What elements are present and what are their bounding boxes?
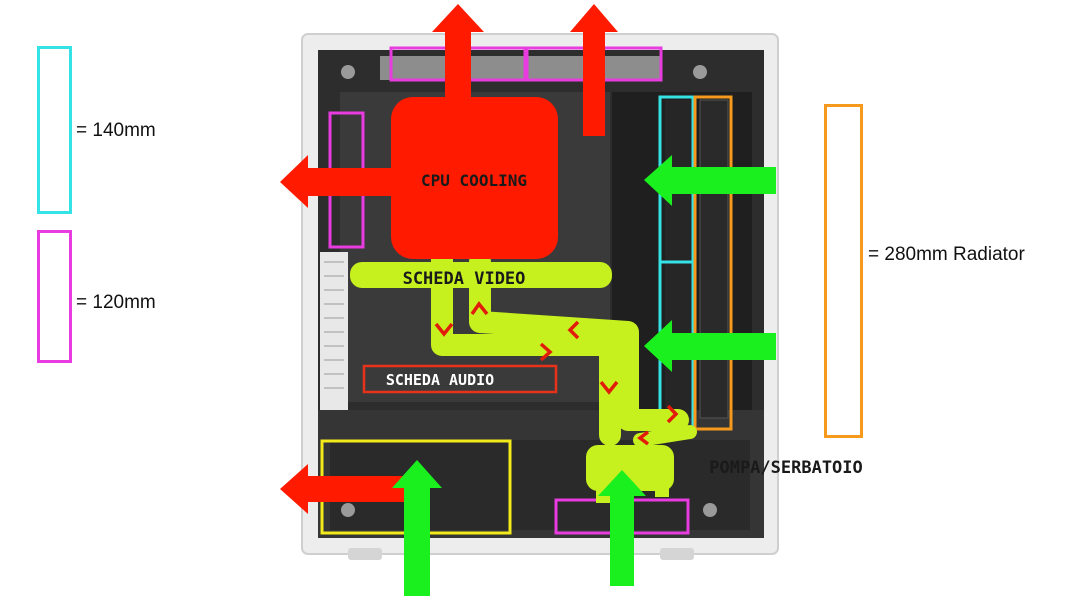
audio-card-label: SCHEDA AUDIO (386, 371, 494, 389)
exhaust-arrow-rear (280, 155, 396, 208)
legend-swatch-140mm (37, 46, 72, 214)
intake-arrow-bottom-psu (392, 460, 442, 596)
exhaust-arrow-psu (280, 464, 412, 514)
cpu-cooling-label: CPU COOLING (421, 171, 527, 190)
legend-label-140mm: = 140mm (76, 120, 156, 141)
flow-chevrons (434, 301, 679, 446)
intake-arrow-bottom-fan (598, 470, 646, 586)
exhaust-arrow-top-right (570, 4, 618, 136)
radiator-outline-front-280 (693, 95, 733, 431)
cpu-cooling-block (391, 97, 558, 259)
legend-label-120mm: = 120mm (76, 292, 156, 313)
legend-swatch-280mm-radiator (824, 104, 863, 438)
pump-reservoir-label: POMPA/SERBATOIO (709, 458, 863, 478)
legend-swatch-120mm (37, 230, 72, 363)
intake-arrow-front-upper (644, 155, 776, 206)
graphics-card-label: SCHEDA VIDEO (403, 269, 526, 289)
exhaust-arrow-top-left (432, 4, 484, 100)
legend-label-280mm-radiator: = 280mm Radiator (868, 244, 1025, 265)
audio-card-outline (362, 364, 558, 394)
intake-arrow-front-lower (644, 320, 776, 372)
pump-inlet-tube (633, 425, 697, 447)
graphics-card (350, 262, 612, 288)
